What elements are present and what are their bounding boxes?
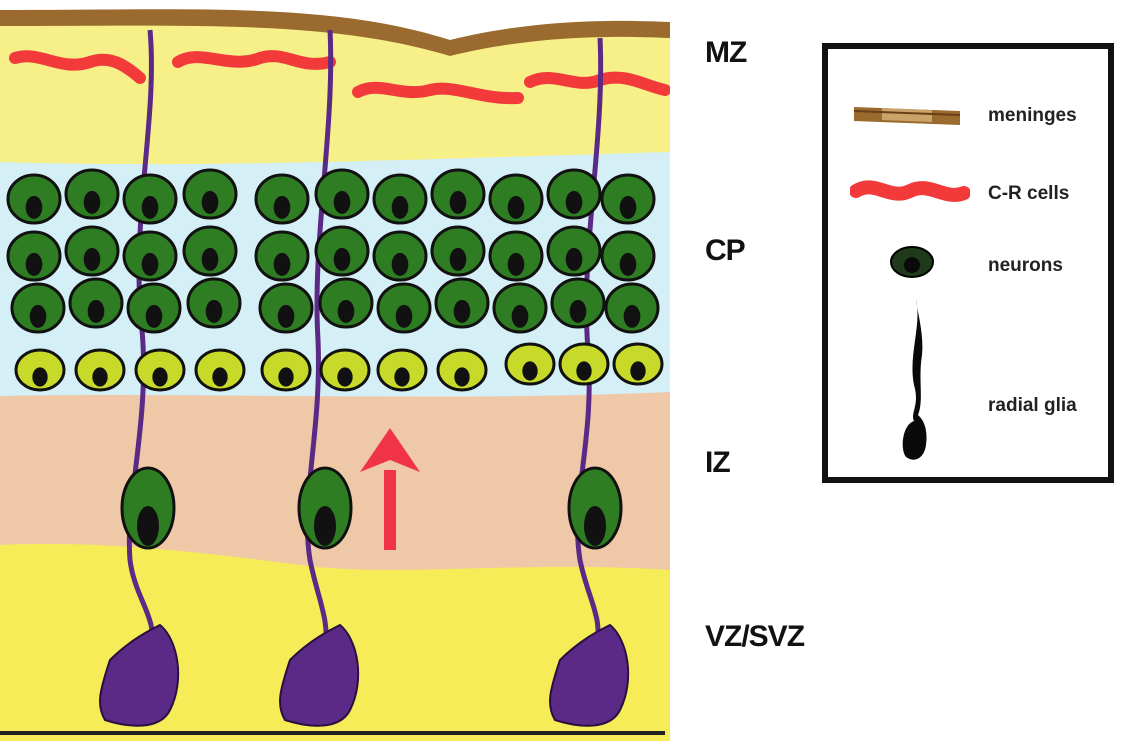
young-neuron <box>560 344 608 384</box>
meninges-legend-icon <box>852 101 962 127</box>
layer-label-mz: MZ <box>705 36 746 70</box>
cp-neurons <box>8 170 658 332</box>
young-neuron <box>506 344 554 384</box>
cp-neuron <box>436 279 488 327</box>
cp-neuron <box>548 170 600 218</box>
cp-neuron <box>378 284 430 332</box>
young-neuron <box>76 350 124 390</box>
migrating-neuron <box>299 468 351 548</box>
cp-neuron <box>552 279 604 327</box>
cp-neuron <box>494 284 546 332</box>
cp-neuron <box>602 175 654 223</box>
cp-neuron <box>374 175 426 223</box>
cp-neuron <box>12 284 64 332</box>
cp-neuron <box>320 279 372 327</box>
cp-neuron <box>8 175 60 223</box>
cp-neuron <box>432 227 484 275</box>
legend-label-meninges: meninges <box>988 105 1077 127</box>
legend: meninges C-R cells neurons radial glia <box>822 43 1114 483</box>
young-neuron <box>16 350 64 390</box>
legend-label-radial-glia: radial glia <box>988 395 1077 417</box>
cp-neuron <box>606 284 658 332</box>
cp-neuron <box>66 227 118 275</box>
radial-glia-legend-icon <box>894 295 934 465</box>
cp-neuron <box>490 175 542 223</box>
cp-neuron <box>124 175 176 223</box>
legend-label-neurons: neurons <box>988 255 1063 277</box>
cp-neuron <box>70 279 122 327</box>
cp-neuron <box>602 232 654 280</box>
cp-neuron <box>128 284 180 332</box>
cp-neuron <box>548 227 600 275</box>
young-neuron <box>614 344 662 384</box>
layer-label-iz: IZ <box>705 446 730 480</box>
migrating-neuron <box>569 468 621 548</box>
young-neuron <box>321 350 369 390</box>
cp-neuron <box>184 227 236 275</box>
cp-neuron <box>124 232 176 280</box>
young-neuron <box>196 350 244 390</box>
cp-neuron <box>316 227 368 275</box>
layer-label-cp: CP <box>705 234 745 268</box>
cp-neuron <box>8 232 60 280</box>
cp-neuron <box>256 232 308 280</box>
young-neuron <box>378 350 426 390</box>
cp-neuron <box>490 232 542 280</box>
cp-neuron <box>256 175 308 223</box>
young-neuron <box>136 350 184 390</box>
cr-cell-legend-icon <box>850 171 970 211</box>
cr-cell <box>178 56 330 64</box>
cp-neuron <box>374 232 426 280</box>
young-neuron <box>438 350 486 390</box>
migrating-neuron <box>122 468 174 548</box>
cp-neuron <box>432 170 484 218</box>
neuron-legend-icon <box>888 245 936 279</box>
young-neuron <box>262 350 310 390</box>
cortex-diagram <box>0 0 670 741</box>
cp-neuron <box>66 170 118 218</box>
cp-neuron <box>316 170 368 218</box>
mz-layer <box>0 19 670 164</box>
cp-neuron <box>188 279 240 327</box>
layer-label-vz-svz: VZ/SVZ <box>705 620 804 654</box>
cp-neuron <box>260 284 312 332</box>
cp-neuron <box>184 170 236 218</box>
legend-label-cr-cells: C-R cells <box>988 183 1069 205</box>
